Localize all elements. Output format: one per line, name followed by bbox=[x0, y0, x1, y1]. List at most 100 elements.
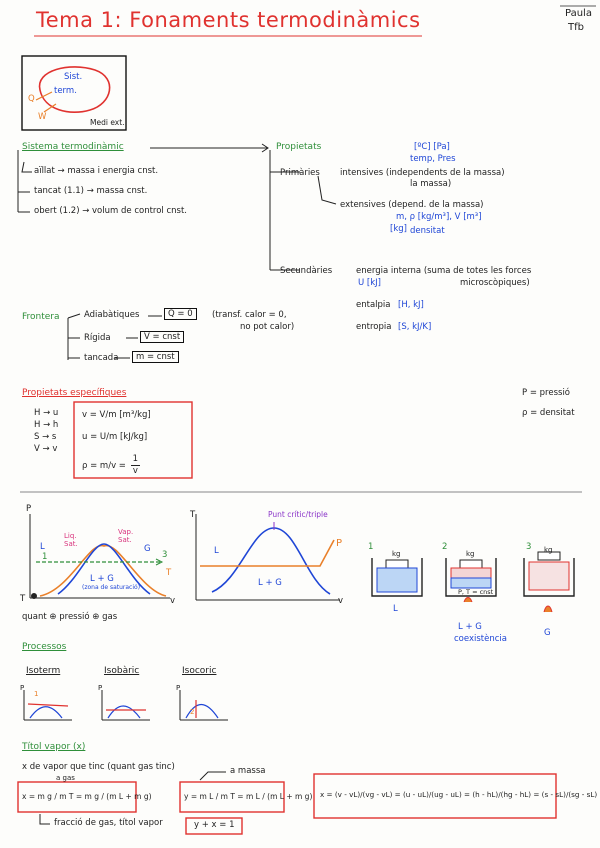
specific-map4: V → v bbox=[34, 444, 58, 454]
isobaric-p: P bbox=[98, 684, 103, 692]
system-obert: obert (1.2) → volum de control cnst. bbox=[34, 206, 188, 216]
yx-formula: y + x = 1 bbox=[194, 820, 235, 830]
secundaries-label: Secundàries bbox=[280, 266, 333, 276]
tank-gas bbox=[523, 551, 575, 613]
rho-note: ρ = densitat bbox=[522, 408, 575, 418]
properties-heading: Propietats bbox=[276, 142, 322, 152]
adiabatiques-note: (transf. calor = 0, bbox=[212, 310, 287, 320]
tank1-num: 1 bbox=[368, 542, 374, 552]
author-name: Paula bbox=[565, 8, 592, 19]
pv-v-axis: v bbox=[170, 596, 176, 606]
tv-lg-label: L + G bbox=[258, 578, 282, 588]
energia-label: energia interna (suma de totes les force… bbox=[356, 266, 532, 276]
processes-heading: Processos bbox=[22, 642, 67, 652]
extensives-dens: densitat bbox=[410, 226, 445, 236]
medi-label: Medi ext. bbox=[90, 118, 125, 127]
system-blob bbox=[38, 66, 111, 113]
specific-heading: Propietats específiques bbox=[22, 388, 127, 398]
adiabatiques-label: Adiabàtiques bbox=[84, 310, 140, 320]
intensives-examples: temp, Pres bbox=[410, 154, 456, 164]
tank-liquid bbox=[371, 558, 423, 597]
isocoric-label: Isocoric bbox=[182, 666, 217, 676]
isobaric-chart bbox=[101, 690, 150, 721]
specific-formula-box bbox=[73, 401, 193, 479]
p-note: P = pressió bbox=[522, 388, 571, 398]
pv-t-axis: T bbox=[20, 594, 26, 604]
isocoric-chart bbox=[179, 690, 228, 721]
system-aillat: aïllat → massa i energia cnst. bbox=[34, 166, 159, 176]
liq-sat-label: Liq. Sat. bbox=[64, 532, 78, 548]
specific-eq3-num: 1 bbox=[130, 454, 141, 466]
entropia-units: [S, kJ/K] bbox=[398, 322, 432, 332]
tank3-label: G bbox=[544, 628, 551, 638]
rigida-label: Rígida bbox=[84, 333, 111, 343]
w-label: W bbox=[38, 112, 47, 122]
pv-l-label: L bbox=[40, 542, 45, 552]
isoterm-label: Isoterm bbox=[26, 666, 61, 676]
tank1-label: L bbox=[393, 604, 398, 614]
extensives-units: m, ρ [kg/m³], V [m³] bbox=[396, 212, 482, 222]
entalpia-label: entalpia bbox=[356, 300, 391, 310]
isocoric-two: 2 bbox=[190, 708, 195, 716]
pv-lg-label: L + G bbox=[90, 574, 114, 584]
extensives-units2: [kg] bbox=[390, 224, 407, 234]
vapor-amassa: a massa bbox=[230, 766, 266, 776]
intensives-label: intensives (independents de la massa) bbox=[340, 168, 505, 178]
tv-diagram bbox=[195, 514, 340, 601]
tank2-num: 2 bbox=[442, 542, 448, 552]
tancada-eq: m = cnst bbox=[132, 351, 179, 363]
adiabatiques-eq: Q = 0 bbox=[164, 308, 197, 320]
specific-eq2: u = U/m [kJ/kg] bbox=[82, 432, 148, 442]
tank2-pt: P, T = cnst bbox=[458, 588, 494, 596]
specific-eq3-den: v bbox=[132, 466, 138, 476]
isotherm-chart bbox=[23, 690, 72, 721]
specific-map3: S → s bbox=[34, 432, 57, 442]
vapor-agas: a gas bbox=[56, 774, 75, 782]
q-label: Q bbox=[28, 94, 35, 104]
entalpia-units: [H, kJ] bbox=[398, 300, 424, 310]
entropia-label: entropia bbox=[356, 322, 392, 332]
specific-map1: H → u bbox=[34, 408, 59, 418]
intensives-line2: la massa) bbox=[410, 179, 452, 189]
tank2-lg: L + G bbox=[458, 622, 482, 632]
x-formula-box bbox=[17, 781, 137, 813]
x-general-box bbox=[313, 773, 557, 819]
quant-note: quant ⊕ pressió ⊕ gas bbox=[22, 612, 118, 622]
sist-label: Sist. bbox=[64, 72, 83, 82]
vap-sat-label: Vap. Sat. bbox=[118, 528, 134, 544]
extensives-label: extensives (depend. de la massa) bbox=[340, 200, 484, 210]
specific-map2: H → h bbox=[34, 420, 59, 430]
isobaric-label: Isobàric bbox=[104, 666, 140, 676]
specific-eq1: v = V/m [m³/kg] bbox=[82, 410, 151, 420]
y-formula: y = m L / m T = m L / (m L + m g) bbox=[184, 792, 313, 801]
primaries-label: Primàries bbox=[280, 168, 320, 178]
isoterm-one: 1 bbox=[34, 690, 39, 698]
tank2-coex: coexistència bbox=[454, 634, 507, 644]
tv-t-axis: T bbox=[190, 510, 196, 520]
pv-p-axis: P bbox=[26, 504, 32, 514]
rigida-eq: V = cnst bbox=[140, 331, 185, 343]
term-label: term. bbox=[54, 86, 77, 96]
energia-line2: microscòpiques) bbox=[460, 278, 530, 288]
punt-critic-label: Punt crític/triple bbox=[268, 510, 328, 519]
energia-units: U [kJ] bbox=[358, 278, 381, 288]
adiabatiques-note2: no pot calor) bbox=[240, 322, 295, 332]
vapor-heading: Títol vapor (x) bbox=[22, 742, 86, 752]
tank2-kg: kg bbox=[466, 550, 475, 558]
pv-num1: 1 bbox=[42, 552, 48, 562]
tv-p-label: P bbox=[336, 538, 343, 549]
pv-g-label: G bbox=[144, 544, 151, 554]
frontera-heading: Frontera bbox=[22, 312, 60, 322]
system-box bbox=[21, 55, 127, 131]
isoterm-p: P bbox=[20, 684, 25, 692]
tv-v-axis: v bbox=[338, 596, 344, 606]
fraction-note: fracció de gas, títol vapor bbox=[54, 818, 163, 828]
pv-lg-note: (zona de saturació) bbox=[82, 584, 141, 591]
pv-num3: 3 bbox=[162, 550, 168, 560]
vapor-note1: x de vapor que tinc (quant gas tinc) bbox=[22, 762, 175, 772]
tank-mixture bbox=[445, 558, 497, 603]
tancada-label: tancada bbox=[84, 353, 119, 363]
